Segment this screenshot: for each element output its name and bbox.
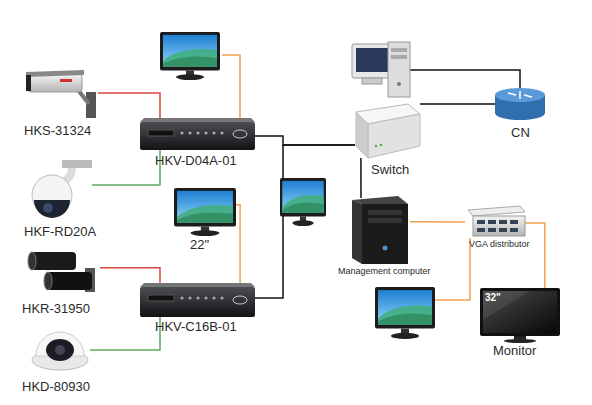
device-label: 22": [190, 238, 209, 252]
device-label: Monitor: [493, 344, 536, 358]
cable-connector: [410, 221, 465, 223]
device-label: VGA distributor: [469, 240, 530, 250]
cable-connector: [255, 136, 355, 145]
cable-connector: [360, 158, 362, 198]
monitor-node: 32"Monitor: [480, 288, 560, 340]
dvr-node: HKV-D04A-01: [140, 118, 255, 150]
cable-connector: [92, 150, 160, 185]
camera-node: HKF-RD20A: [22, 158, 92, 224]
lcd-monitor: [280, 178, 326, 226]
camera-node: HKR-31950: [20, 248, 100, 300]
vga-splitter: [468, 206, 525, 236]
camera-node: HKS-31324: [22, 64, 98, 122]
cable-connector: [98, 93, 160, 118]
cable-connector: [236, 205, 240, 283]
router-icon: [495, 88, 545, 120]
splitter-node: VGA distributor: [465, 208, 525, 238]
dvr-node: HKV-C16B-01: [140, 283, 255, 317]
device-label: HKF-RD20A: [24, 225, 96, 239]
cable-connector: [90, 317, 160, 350]
bullet-camera-pair: [28, 252, 95, 292]
router-node: CN: [495, 88, 545, 120]
lcd-monitor: [160, 32, 220, 80]
cable-connector: [100, 268, 160, 283]
device-label: Switch: [371, 163, 409, 177]
camera-node: HKD-80930: [30, 322, 90, 372]
computer-node: Management computer: [352, 198, 410, 264]
network-switch: [356, 104, 420, 158]
switch-node: Switch: [355, 100, 420, 158]
dvr-recorder: [140, 118, 255, 150]
screen-size-label: 32": [485, 292, 501, 303]
lcd-monitor: [375, 287, 435, 339]
dome-camera: [32, 332, 88, 370]
device-label: HKD-80930: [22, 380, 90, 394]
device-label: HKR-31950: [22, 302, 90, 316]
device-label: HKV-D04A-01: [155, 154, 237, 168]
tower-computer: [352, 196, 408, 264]
lcd-monitor: [174, 188, 236, 236]
device-label: HKS-31324: [24, 124, 91, 138]
video-wire: [222, 55, 240, 118]
large-monitor: [480, 288, 560, 343]
ptz-dome-camera: [32, 160, 92, 218]
device-label: Management computer: [338, 267, 431, 277]
device-label: HKV-C16B-01: [155, 320, 237, 334]
vga-wire: [435, 238, 470, 300]
cable-connector: [525, 223, 545, 288]
network-wire: [410, 70, 520, 90]
bullet-camera: [26, 70, 96, 118]
monitor-node: 22": [174, 188, 236, 236]
device-label: CN: [511, 126, 530, 140]
dvr-recorder: [140, 283, 255, 317]
desktop-pc: [352, 42, 410, 97]
cable-connector: [420, 103, 495, 105]
